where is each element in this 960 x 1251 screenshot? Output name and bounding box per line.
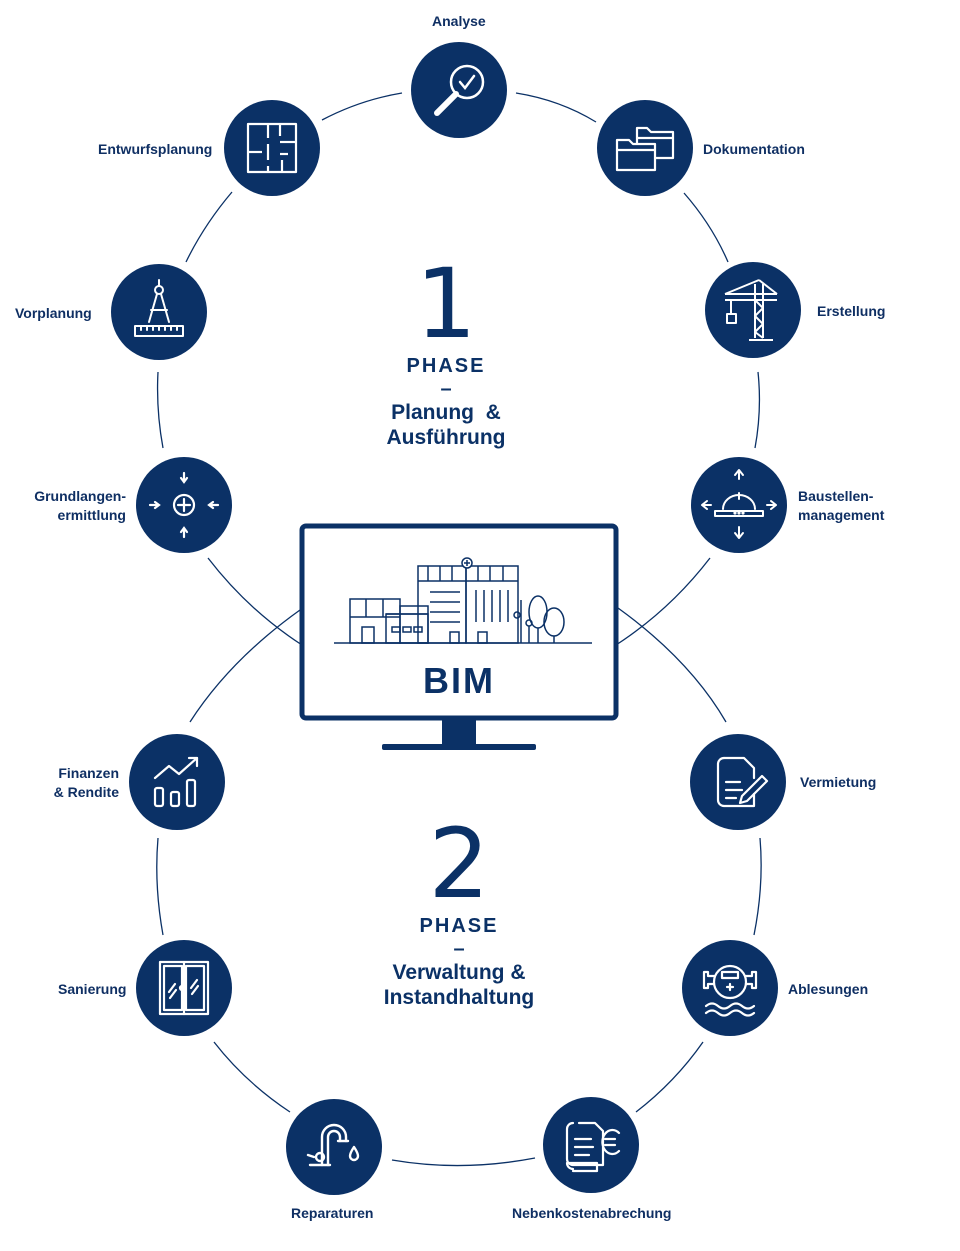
phase-1-number: 1 xyxy=(415,248,477,360)
node-reparaturen[interactable] xyxy=(286,1099,382,1195)
arc-finanzen-sanierung xyxy=(156,837,164,936)
label-analyse: Analyse xyxy=(432,13,486,29)
phase-1-title: Planung & Ausführung xyxy=(316,400,576,450)
arc-erstellung-baustellen xyxy=(754,371,761,449)
node-entwurfsplanung[interactable] xyxy=(224,100,320,196)
node-sanierung[interactable] xyxy=(136,940,232,1036)
phase-1-title-line1: Planung & xyxy=(391,401,501,424)
crane-icon xyxy=(724,279,778,341)
node-dokumentation[interactable] xyxy=(597,100,693,196)
label-finanzen-rendite: Finanzen & Rendite xyxy=(30,764,119,802)
node-erstellung[interactable] xyxy=(705,262,801,358)
monitor-neck xyxy=(442,720,476,746)
label-sanierung: Sanierung xyxy=(58,981,127,997)
phase-2-title-line1: Verwaltung & xyxy=(392,961,526,984)
hard-hat-icon xyxy=(701,469,777,539)
floor-plan-icon xyxy=(246,122,298,174)
label-baustellen-line1: Baustellen- xyxy=(798,488,874,504)
document-pen-icon xyxy=(716,756,769,808)
monitor-base xyxy=(382,744,536,750)
arc-baustellen-monitor xyxy=(615,557,711,646)
label-vorplanung: Vorplanung xyxy=(15,305,92,321)
arc-monitor-vermietung xyxy=(617,607,727,723)
arc-vermietung-ablesungen xyxy=(753,837,762,936)
label-grundlagen-line1: Grundlangen- xyxy=(34,488,126,504)
arc-vorplanung-grundlagen xyxy=(156,371,164,449)
node-baustellenmanagement[interactable] xyxy=(691,457,787,553)
label-nebenkostenabrechung: Nebenkostenabrechung xyxy=(512,1205,672,1221)
monitor-screen xyxy=(299,523,619,721)
label-reparaturen: Reparaturen xyxy=(291,1205,374,1221)
arc-grundlagen-monitor xyxy=(207,557,303,646)
faucet-icon xyxy=(306,1123,360,1167)
window-icon xyxy=(158,960,210,1016)
node-ablesungen[interactable] xyxy=(682,940,778,1036)
arc-monitor-finanzen xyxy=(189,609,301,723)
arc-dokumentation-erstellung xyxy=(683,192,729,263)
arc-ablesungen-nebenkosten xyxy=(635,1041,704,1113)
arc-sanierung-reparaturen xyxy=(213,1041,291,1113)
node-vorplanung[interactable] xyxy=(111,264,207,360)
city-skyline-icon xyxy=(334,557,592,644)
phase-2-title-line2: Instandhaltung xyxy=(383,986,535,1009)
monitor xyxy=(299,523,619,750)
phase-2-block: 2 PHASE – Verwaltung & Instandhaltung xyxy=(329,814,589,1010)
arc-entwurf-analyse xyxy=(321,92,403,121)
label-finanzen-line1: Finanzen xyxy=(58,765,119,781)
arc-reparaturen-nebenkosten xyxy=(391,1157,536,1167)
label-baustellen-line2: management xyxy=(798,507,885,523)
node-finanzen-rendite[interactable] xyxy=(129,734,225,830)
node-analyse[interactable] xyxy=(411,42,507,138)
bim-label: BIM xyxy=(423,660,495,701)
crosshair-arrows-icon xyxy=(148,471,220,539)
compass-ruler-icon xyxy=(134,279,184,337)
label-baustellenmanagement: Baustellen- management xyxy=(798,487,884,525)
label-entwurfsplanung: Entwurfsplanung xyxy=(98,141,213,157)
label-finanzen-line2: & Rendite xyxy=(53,784,119,800)
phase-1-dash: – xyxy=(440,378,452,400)
label-grundlagenermittlung: Grundlangen- ermittlung xyxy=(30,487,126,525)
label-grundlagen-line2: ermittlung xyxy=(57,507,126,523)
label-dokumentation: Dokumentation xyxy=(703,141,805,157)
phase-1-block: 1 PHASE – Planung & Ausführung xyxy=(316,254,576,450)
folders-icon xyxy=(615,126,675,172)
label-vermietung: Vermietung xyxy=(800,774,877,790)
node-vermietung[interactable] xyxy=(690,734,786,830)
water-meter-icon xyxy=(702,964,758,1017)
phase-2-dash: – xyxy=(453,938,465,960)
phase-2-title: Verwaltung & Instandhaltung xyxy=(329,960,589,1010)
phase-1-word: PHASE xyxy=(406,355,486,377)
phase-2-word: PHASE xyxy=(419,915,499,937)
node-grundlagenermittlung[interactable] xyxy=(136,457,232,553)
growth-chart-icon xyxy=(153,756,199,808)
arc-entwurf-vorplanung xyxy=(185,191,233,263)
node-nebenkostenabrechung[interactable] xyxy=(543,1097,639,1193)
euro-document-icon xyxy=(565,1121,621,1173)
phase-1-title-line2: Ausführung xyxy=(386,426,506,449)
phase-2-number: 2 xyxy=(428,808,490,920)
label-erstellung: Erstellung xyxy=(817,303,886,319)
label-ablesungen: Ablesungen xyxy=(788,981,869,997)
magnifier-check-icon xyxy=(434,64,485,116)
arc-analyse-dokumentation xyxy=(515,92,597,123)
